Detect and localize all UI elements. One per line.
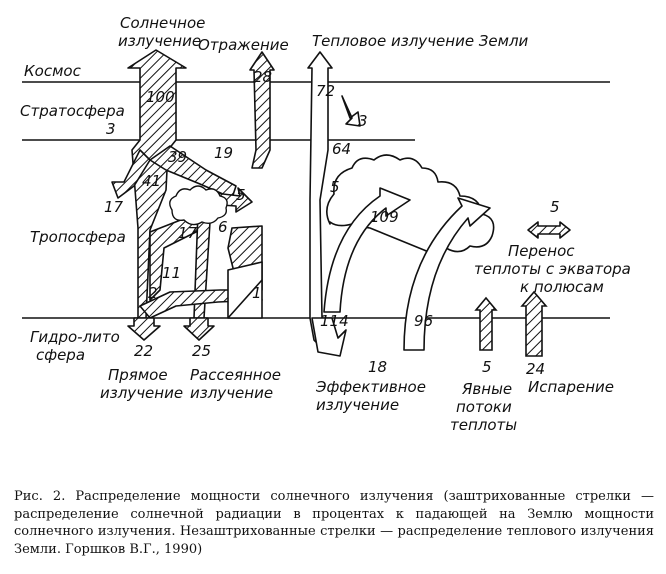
svg-text:72: 72 — [316, 82, 335, 100]
svg-text:3: 3 — [358, 112, 368, 130]
svg-text:5: 5 — [236, 186, 246, 204]
label-hydro-2: сфера — [36, 346, 85, 364]
svg-text:17: 17 — [104, 198, 124, 216]
svg-text:41: 41 — [142, 172, 161, 190]
label-reflection: Отражение — [198, 36, 289, 54]
label-direct-2: излучение — [100, 384, 183, 402]
scattered-radiation-arrow — [183, 317, 215, 341]
transfer-arrow — [527, 221, 571, 239]
label-stratosphere: Стратосфера — [20, 102, 125, 120]
label-evaporation: Испарение — [528, 378, 614, 396]
svg-text:114: 114 — [320, 312, 349, 330]
svg-text:19: 19 — [214, 144, 233, 162]
svg-text:17: 17 — [178, 224, 198, 242]
incoming-solar-arrow — [127, 49, 187, 319]
evaporation-arrow — [520, 290, 548, 357]
svg-text:2: 2 — [148, 284, 158, 302]
surface-fluxes — [474, 290, 548, 357]
label-transfer-3: к полюсам — [520, 278, 604, 296]
label-transfer-2: теплоты с экватора — [474, 260, 631, 278]
cloud — [169, 185, 228, 226]
explicit-heat-arrow — [474, 296, 498, 351]
svg-text:11: 11 — [162, 264, 181, 282]
reflection-arrow — [249, 51, 275, 169]
svg-text:22: 22 — [134, 342, 153, 360]
svg-text:39: 39 — [168, 148, 187, 166]
svg-text:100: 100 — [146, 88, 175, 106]
svg-text:1: 1 — [252, 284, 262, 302]
label-effective-2: излучение — [316, 396, 399, 414]
label-scattered-2: излучение — [190, 384, 273, 402]
label-space: Космос — [24, 62, 82, 80]
effective-radiation-arrow — [403, 197, 491, 351]
label-thermal: Тепловое излучение Земли — [312, 32, 529, 50]
label-scattered-1: Рассеянное — [190, 366, 281, 384]
svg-text:28: 28 — [253, 68, 272, 86]
label-solar-2: излучение — [118, 32, 201, 50]
figure-caption: Рис. 2. Распределение мощности солнечног… — [14, 489, 654, 557]
label-hydro-1: Гидро-лито — [30, 328, 120, 346]
svg-text:109: 109 — [370, 208, 399, 226]
direct-radiation-arrow — [127, 317, 161, 341]
svg-text:96: 96 — [414, 312, 433, 330]
svg-text:5: 5 — [550, 198, 560, 216]
svg-text:3: 3 — [106, 120, 116, 138]
label-explicit-2: потоки — [456, 398, 512, 416]
svg-text:25: 25 — [192, 342, 211, 360]
flow-values: 100 28 72 3 3 17 17 39 19 41 5 5 5 5 6 1… — [104, 68, 560, 378]
label-transfer-1: Перенос — [508, 242, 575, 260]
label-explicit-3: теплоты — [450, 416, 517, 434]
label-effective-1: Эффективное — [315, 378, 426, 396]
label-solar-1: Солнечное — [120, 14, 205, 32]
label-troposphere: Тропосфера — [30, 228, 126, 246]
svg-text:5: 5 — [330, 178, 340, 196]
label-explicit-1: Явные — [461, 380, 512, 398]
svg-text:24: 24 — [526, 360, 545, 378]
svg-text:64: 64 — [332, 140, 351, 158]
svg-text:5: 5 — [482, 358, 492, 376]
solar-radiation-diagram: Солнечное излучение Отражение Тепловое и… — [20, 14, 631, 434]
thermal-flows — [307, 51, 571, 357]
label-direct-1: Прямое — [108, 366, 168, 384]
svg-text:18: 18 — [368, 358, 387, 376]
svg-text:6: 6 — [218, 218, 228, 236]
